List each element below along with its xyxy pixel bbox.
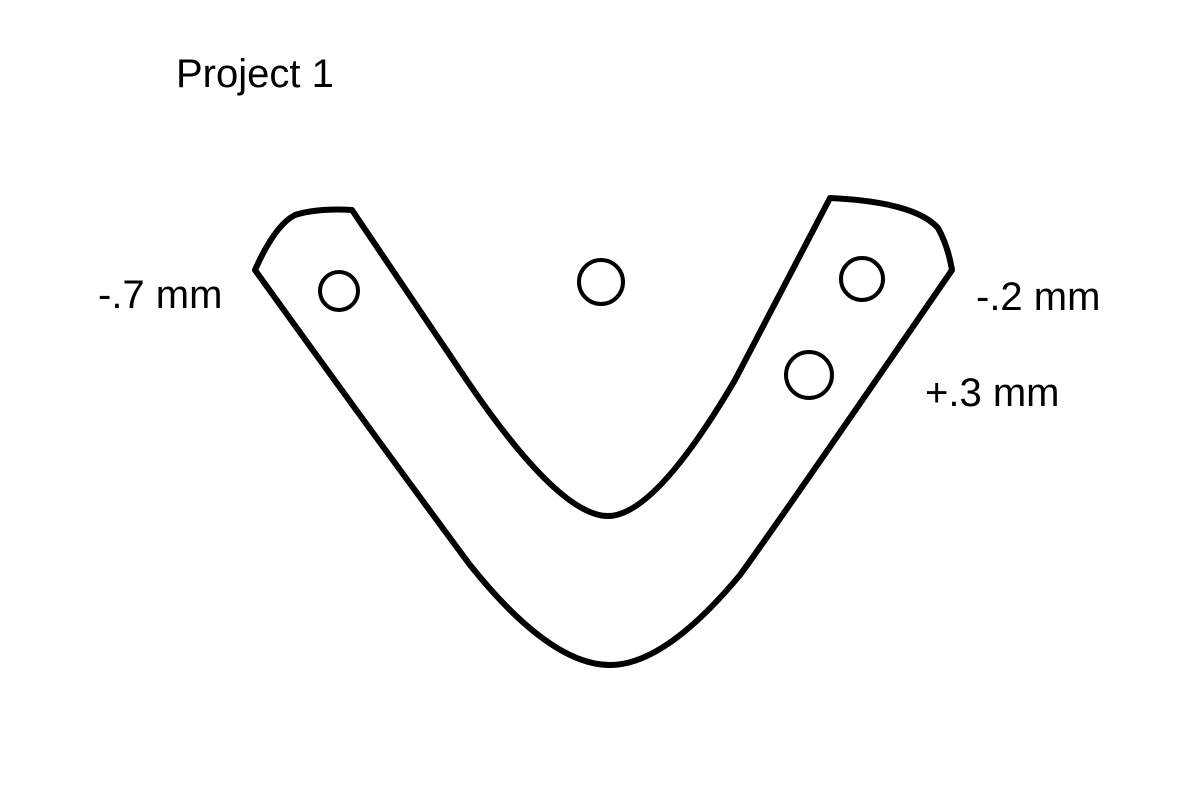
- right-top-hole: [839, 256, 885, 302]
- project-title: Project 1: [176, 52, 334, 96]
- right-top-hole-deviation-label: -.2 mm: [976, 275, 1100, 319]
- left-hole-deviation-label: -.7 mm: [98, 273, 222, 317]
- center-reference-hole: [577, 258, 625, 306]
- v-shaped-part-outline: [252, 195, 955, 668]
- right-bottom-hole-deviation-label: +.3 mm: [925, 371, 1059, 415]
- right-bottom-hole: [784, 350, 834, 400]
- left-hole: [318, 270, 360, 312]
